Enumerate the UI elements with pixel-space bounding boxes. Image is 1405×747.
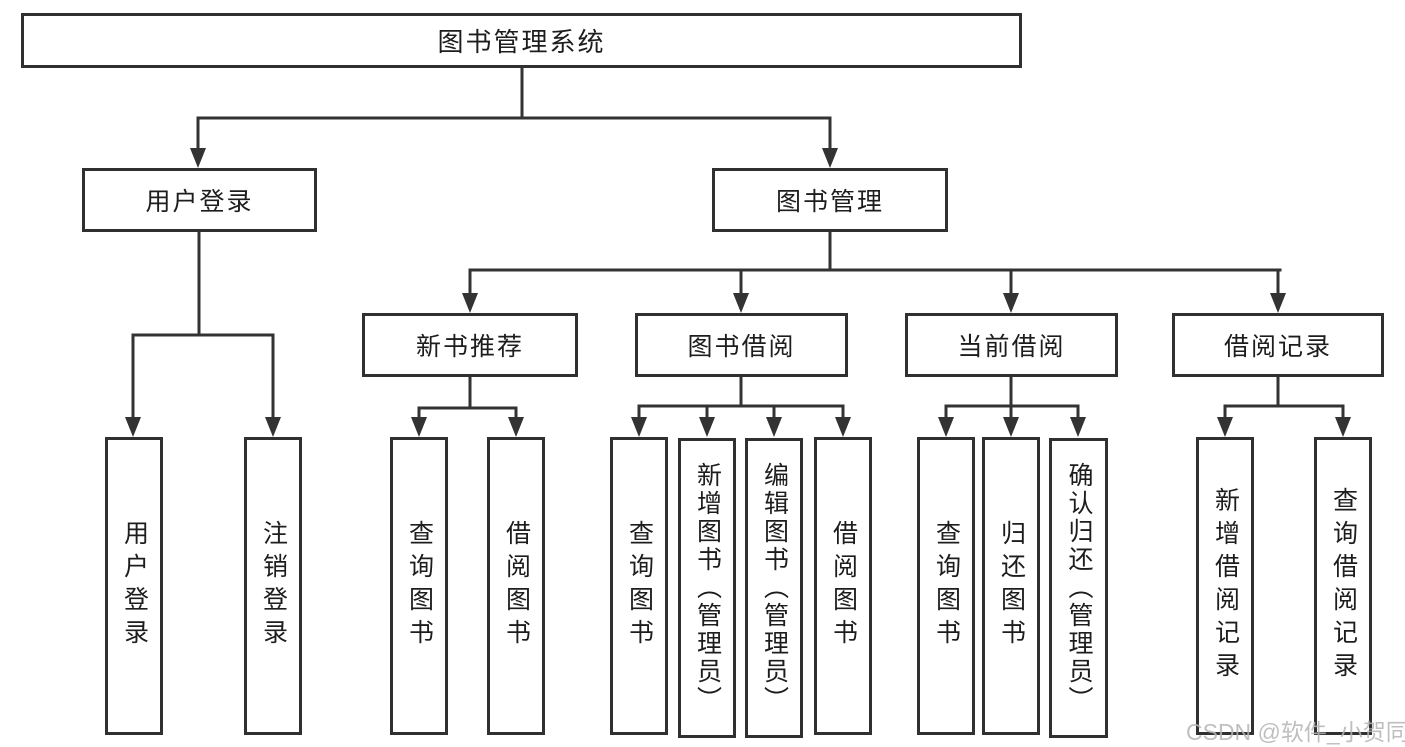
- leaf-confirm-return-admin: 确认归还（管理员）: [1049, 438, 1108, 738]
- node-label: 图书管理系统: [437, 27, 606, 57]
- leaf-user-login: 用户登录: [105, 437, 163, 735]
- node-user-login: 用户登录: [82, 168, 317, 232]
- leaf-add-books-admin: 新增图书（管理员）: [678, 438, 736, 738]
- node-current-borrow: 当前借阅: [905, 313, 1118, 377]
- csdn-watermark: CSDN @软件_小贺同学: [1186, 719, 1405, 745]
- leaf-add-borrow-record: 新增借阅记录: [1196, 437, 1254, 735]
- leaf-borrow-books: 借阅图书: [814, 437, 872, 735]
- node-label: 借阅记录: [1223, 333, 1332, 361]
- node-label: 用户登录: [145, 188, 254, 216]
- leaf-query-borrow-record: 查询借阅记录: [1314, 437, 1372, 735]
- leaf-edit-books-admin: 编辑图书（管理员）: [745, 438, 803, 738]
- leaf-query-books-current: 查询图书: [917, 437, 975, 735]
- node-book-management-system: 图书管理系统: [21, 13, 1022, 68]
- leaf-query-books-recommend: 查询图书: [390, 437, 448, 735]
- node-borrow-records: 借阅记录: [1172, 313, 1384, 377]
- leaf-label: 借阅图书: [502, 520, 531, 652]
- node-book-borrow: 图书借阅: [635, 313, 848, 377]
- leaf-label: 查询借阅记录: [1329, 487, 1358, 685]
- node-label: 图书借阅: [687, 333, 796, 361]
- leaf-label: 查询图书: [932, 520, 961, 652]
- leaf-label: 编辑图书（管理员）: [760, 462, 789, 714]
- leaf-label: 新增借阅记录: [1211, 487, 1240, 685]
- node-new-book-recommend: 新书推荐: [362, 313, 578, 377]
- node-label: 当前借阅: [957, 333, 1066, 361]
- leaf-label: 确认归还（管理员）: [1065, 462, 1093, 714]
- leaf-label: 注销登录: [259, 520, 288, 652]
- leaf-borrow-books-recommend: 借阅图书: [487, 437, 545, 735]
- leaf-logout: 注销登录: [244, 437, 302, 735]
- leaf-label: 用户登录: [120, 520, 149, 652]
- leaf-label: 查询图书: [405, 520, 434, 652]
- leaf-label: 新增图书（管理员）: [693, 462, 722, 714]
- node-label: 图书管理: [775, 188, 884, 216]
- leaf-label: 归还图书: [997, 520, 1026, 652]
- leaf-label: 查询图书: [625, 520, 654, 652]
- node-label: 新书推荐: [415, 333, 524, 361]
- node-book-management: 图书管理: [712, 168, 948, 232]
- leaf-query-books-borrow: 查询图书: [610, 437, 668, 735]
- leaf-label: 借阅图书: [829, 520, 858, 652]
- leaf-return-books: 归还图书: [982, 437, 1040, 735]
